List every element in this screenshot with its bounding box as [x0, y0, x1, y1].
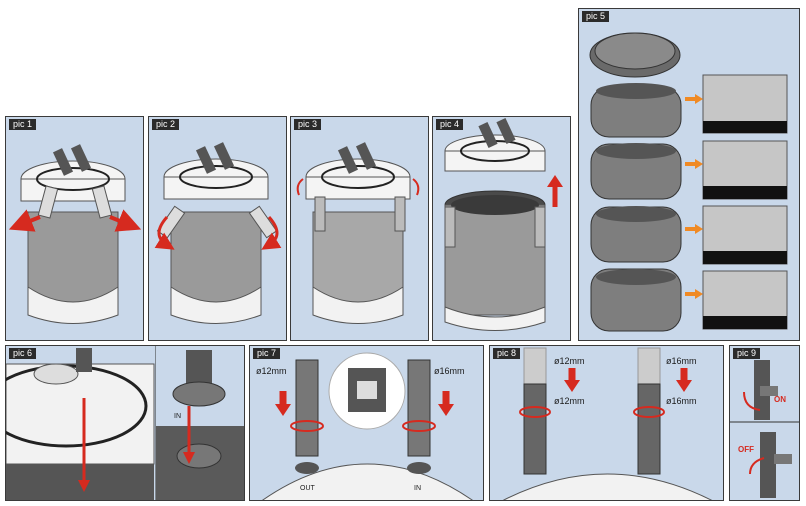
port-label-in: IN [414, 485, 421, 492]
valve-label-off: OFF [738, 445, 754, 454]
basket-1 [590, 83, 682, 138]
size-left-bottom: ø12mm [554, 396, 585, 406]
panel-pic5: pic 5 [578, 8, 800, 341]
port-label-out: OUT [300, 485, 316, 492]
valve-on-off-illustration: ON OFF [730, 360, 799, 498]
size-left-top: ø12mm [554, 356, 585, 366]
panel-pic7: pic 7 ø12mm ø16mm OUT IN [249, 345, 484, 501]
basket-4 [590, 268, 682, 332]
panel-tag: pic 6 [9, 348, 37, 359]
size-right: ø16mm [434, 366, 465, 376]
filter-lid-removal-illustration [444, 118, 563, 331]
panel-tag: pic 9 [733, 348, 761, 359]
panel-pic2: pic 2 [148, 116, 287, 341]
panel-tag: pic 3 [294, 119, 322, 130]
filter-unclip-illustration [8, 144, 142, 324]
size-left: ø12mm [256, 366, 287, 376]
hose-size-illustration: ø12mm ø12mm ø16mm ø16mm [502, 347, 713, 500]
filter-clips-open-illustration [296, 142, 420, 324]
panel-tag: pic 5 [582, 11, 610, 22]
basket-2 [590, 143, 682, 200]
panel-tag: pic 1 [9, 119, 37, 130]
curved-arrow-right [261, 216, 282, 250]
panel-pic9: pic 9 ON OFF [729, 345, 800, 501]
filter-rotate-clips-illustration [154, 142, 282, 324]
panel-pic3: pic 3 [290, 116, 429, 341]
arrow-right [109, 209, 142, 232]
panel-tag: pic 4 [436, 119, 464, 130]
media-card-4 [702, 270, 788, 330]
size-right-top: ø16mm [666, 356, 697, 366]
valve-label-on: ON [774, 395, 786, 404]
basket-3 [590, 206, 682, 263]
panel-tag: pic 2 [152, 119, 180, 130]
panel-pic8: pic 8 ø12mm ø12mm ø16mm ø16mm [489, 345, 724, 501]
media-card-1 [702, 74, 788, 134]
panel-tag: pic 7 [253, 348, 281, 359]
media-baskets-illustration [589, 32, 788, 332]
media-card-3 [702, 205, 788, 265]
panel-pic4: pic 4 [432, 116, 571, 341]
inlet-connection-illustration: IN [6, 346, 244, 500]
panel-tag: pic 8 [493, 348, 521, 359]
curved-arrow-left [154, 216, 175, 250]
panel-pic6: pic 6 IN [5, 345, 245, 501]
port-label-in: IN [174, 413, 181, 420]
arrow-left [8, 209, 41, 232]
media-card-2 [702, 140, 788, 200]
size-right-bottom: ø16mm [666, 396, 697, 406]
panel-pic1: pic 1 [5, 116, 144, 341]
hose-adapter-illustration: ø12mm ø16mm OUT IN [256, 352, 473, 500]
